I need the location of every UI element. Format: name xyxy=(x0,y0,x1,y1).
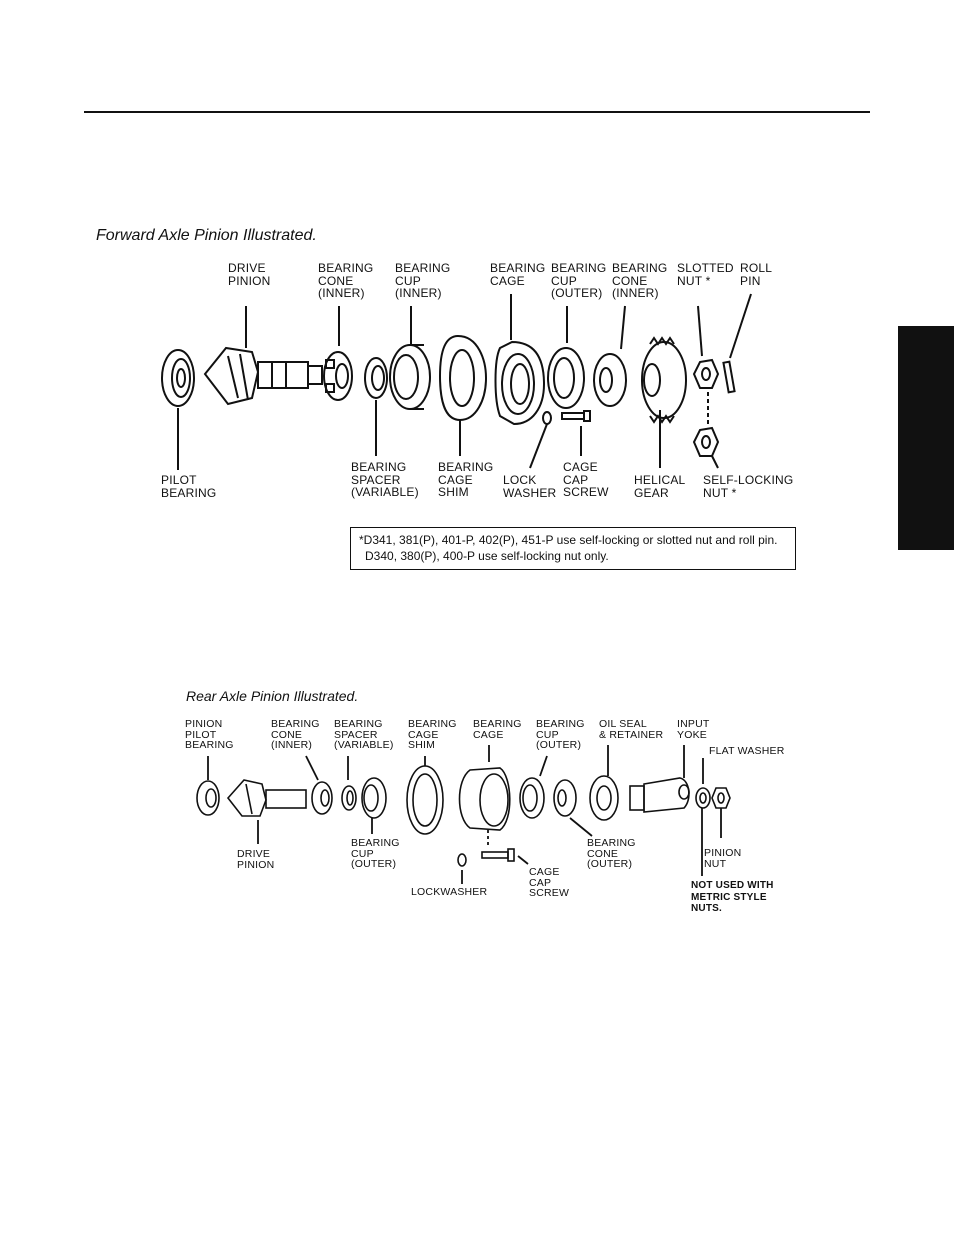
bearing-cup-outer-drawing xyxy=(547,347,585,409)
rear-drive-pinion-drawing xyxy=(226,779,307,817)
rear-lockwasher-drawing xyxy=(457,853,467,867)
label-pilot-bearing: PILOT BEARING xyxy=(161,473,217,500)
rear-input-yoke-drawing xyxy=(629,777,690,813)
bearing-cage-shim-drawing xyxy=(438,334,488,422)
rear-cage-shim-drawing xyxy=(406,765,444,835)
bearing-spacer-drawing xyxy=(364,357,388,399)
rear-spacer-drawing xyxy=(341,785,357,811)
rear-flat-washer-drawing xyxy=(695,787,711,809)
label-slotted-nut: SLOTTED NUT * xyxy=(677,261,734,288)
label-oil-seal-retainer: OIL SEAL & RETAINER xyxy=(599,718,664,741)
label-bearing-cage-shim: BEARING CAGE SHIM xyxy=(438,460,494,499)
label-rear-bearing-cup-outer-bottom: BEARING CUP (OUTER) xyxy=(351,837,400,870)
slotted-nut-drawing xyxy=(692,358,720,389)
label-bearing-cone-inner-2: BEARING CONE (INNER) xyxy=(612,261,668,300)
drive-pinion-drawing xyxy=(203,346,323,406)
label-rear-bearing-cup-outer-top: BEARING CUP (OUTER) xyxy=(536,718,585,751)
rear-pilot-bearing-drawing xyxy=(196,780,220,816)
rear-cone-inner-drawing xyxy=(311,781,333,815)
bearing-cone-inner-2-drawing xyxy=(593,353,627,407)
label-rear-bearing-spacer: BEARING SPACER (VARIABLE) xyxy=(334,718,394,751)
lock-washer-drawing xyxy=(542,411,552,425)
section-tab xyxy=(898,326,954,550)
label-helical-gear: HELICAL GEAR xyxy=(634,473,686,500)
label-bearing-cone-inner: BEARING CONE (INNER) xyxy=(318,261,374,300)
note-line-2: D340, 380(P), 400-P use self-locking nut… xyxy=(365,549,609,563)
bearing-cage-drawing xyxy=(494,340,546,426)
leader-roll-pin xyxy=(729,293,752,359)
leader-cone-inner-2 xyxy=(620,305,626,350)
rear-bearing-cage-drawing xyxy=(458,767,511,831)
roll-pin-drawing xyxy=(722,360,736,394)
label-rear-bearing-cage: BEARING CAGE xyxy=(473,718,522,741)
label-lockwasher: LOCKWASHER xyxy=(411,886,488,898)
leader-lock-washer xyxy=(529,423,548,469)
label-bearing-cup-inner: BEARING CUP (INNER) xyxy=(395,261,451,300)
label-bearing-cup-outer: BEARING CUP (OUTER) xyxy=(551,261,607,300)
rear-cone-outer-drawing xyxy=(553,779,577,817)
rear-cup-outer-drawing xyxy=(361,777,387,819)
model-note-box: *D341, 381(P), 401-P, 402(P), 451-P use … xyxy=(350,527,796,570)
label-lock-washer: LOCK WASHER xyxy=(503,473,557,500)
leader-self-locking-nut xyxy=(711,455,719,469)
label-cage-cap-screw: CAGE CAP SCREW xyxy=(563,460,609,499)
forward-caption: Forward Axle Pinion Illustrated. xyxy=(96,227,317,244)
header-rule xyxy=(84,111,870,113)
note-line-1: *D341, 381(P), 401-P, 402(P), 451-P use … xyxy=(359,533,778,547)
leader-slotted-nut xyxy=(697,305,703,357)
label-pinion-nut: PINION NUT xyxy=(704,847,742,870)
label-pinion-pilot-bearing: PINION PILOT BEARING xyxy=(185,718,234,751)
self-locking-nut-drawing xyxy=(692,426,720,457)
label-flat-washer: FLAT WASHER xyxy=(709,745,785,757)
label-rear-cage-cap-screw: CAGE CAP SCREW xyxy=(529,866,570,899)
label-rear-drive-pinion: DRIVE PINION xyxy=(237,848,275,871)
bearing-cone-inner-drawing xyxy=(323,351,353,401)
bearing-cup-inner-drawing xyxy=(389,344,431,410)
rear-pinion-nut-drawing xyxy=(711,787,731,809)
rear-cup-outer-2-drawing xyxy=(519,777,545,819)
cage-cap-screw-drawing xyxy=(561,410,591,422)
rear-cage-cap-screw-drawing xyxy=(481,848,515,862)
label-input-yoke: INPUT YOKE xyxy=(677,718,710,741)
label-not-used-metric: NOT USED WITH METRIC STYLE NUTS. xyxy=(691,880,774,914)
label-bearing-cone-outer: BEARING CONE (OUTER) xyxy=(587,837,636,870)
label-roll-pin: ROLL PIN xyxy=(740,261,773,288)
label-bearing-spacer: BEARING SPACER (VARIABLE) xyxy=(351,460,419,499)
label-self-locking-nut: SELF-LOCKING NUT * xyxy=(703,473,794,500)
label-rear-bearing-cage-shim: BEARING CAGE SHIM xyxy=(408,718,457,751)
helical-gear-drawing xyxy=(641,336,687,424)
label-drive-pinion: DRIVE PINION xyxy=(228,261,271,288)
rear-caption: Rear Axle Pinion Illustrated. xyxy=(186,688,359,704)
pilot-bearing-drawing xyxy=(161,349,195,407)
label-rear-bearing-cone-inner: BEARING CONE (INNER) xyxy=(271,718,320,751)
label-bearing-cage: BEARING CAGE xyxy=(490,261,546,288)
rear-oil-seal-drawing xyxy=(589,775,619,821)
